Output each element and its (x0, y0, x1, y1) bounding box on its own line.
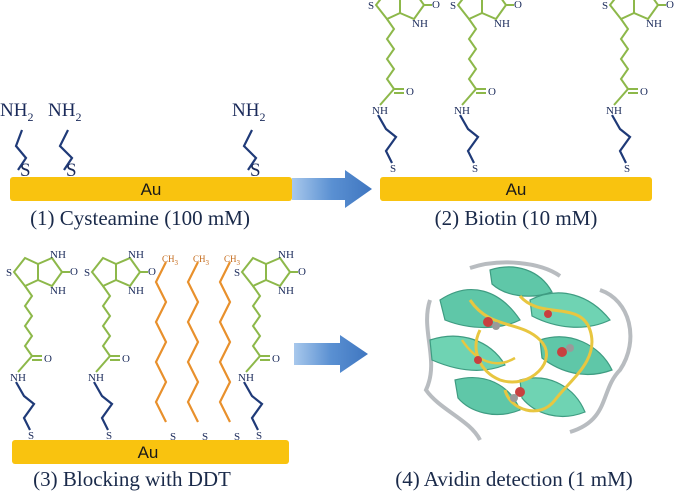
sulfur-label: S (66, 160, 77, 181)
svg-text:NH: NH (412, 18, 428, 30)
cysteamine-molecule: NH2 S (48, 100, 81, 181)
svg-text:NH: NH (128, 285, 144, 297)
svg-text:NH: NH (646, 18, 662, 30)
svg-text:NH2: NH2 (48, 100, 81, 124)
svg-text:NH: NH (128, 249, 144, 261)
ddt-chain: CH3 S (218, 254, 241, 443)
svg-text:S: S (450, 0, 456, 12)
svg-text:S: S (234, 431, 240, 443)
svg-text:NH: NH (494, 18, 510, 30)
svg-text:NH: NH (606, 105, 622, 117)
svg-text:NH: NH (50, 285, 66, 297)
svg-text:NH: NH (454, 105, 470, 117)
panel-caption: (4) Avidin detection (1 mM) (395, 467, 633, 491)
panel-3: S NH NH O O NH S S NH NH O O NH S CH3 S … (6, 249, 306, 491)
svg-text:O: O (514, 0, 522, 11)
panel-caption: (2) Biotin (10 mM) (435, 206, 598, 230)
nh2-label: NH (0, 100, 28, 121)
svg-text:CH3: CH3 (224, 254, 241, 267)
nh2-label: NH (48, 100, 76, 121)
svg-text:S: S (624, 163, 630, 175)
panel-4: (4) Avidin detection (1 mM) (395, 260, 633, 491)
panel-1: NH2 S NH2 S NH2 S Au (1) Cysteamine (100… (0, 100, 292, 230)
ddt-chain: CH3 S (186, 254, 210, 443)
svg-text:S: S (6, 267, 12, 279)
svg-text:NH: NH (88, 372, 104, 384)
svg-text:CH3: CH3 (193, 254, 210, 267)
panel-caption: (3) Blocking with DDT (33, 467, 231, 491)
svg-text:S: S (202, 431, 208, 443)
svg-text:NH: NH (372, 105, 388, 117)
svg-text:NH: NH (238, 372, 254, 384)
svg-text:S: S (472, 163, 478, 175)
cysteamine-molecule: NH2 S (0, 100, 33, 181)
svg-text:NH: NH (278, 285, 294, 297)
svg-text:O: O (406, 86, 414, 98)
svg-text:NH: NH (50, 249, 66, 261)
svg-text:O: O (298, 266, 306, 278)
svg-text:O: O (122, 353, 130, 365)
gold-substrate (10, 177, 292, 201)
svg-text:S: S (234, 267, 240, 279)
svg-text:O: O (272, 353, 280, 365)
gold-substrate (380, 177, 652, 201)
svg-text:S: S (256, 430, 262, 442)
svg-text:S: S (84, 267, 90, 279)
biotin-molecule: S NH NH O O NH S (602, 0, 674, 175)
right-arrow-icon (294, 335, 368, 373)
biotin-molecule: S NH NH O O NH S (6, 249, 78, 442)
svg-text:NH2: NH2 (0, 100, 33, 124)
svg-text:S: S (368, 0, 374, 12)
gold-substrate (12, 440, 289, 464)
biotin-molecule: S NH NH O O NH S (234, 249, 306, 442)
svg-text:O: O (44, 353, 52, 365)
gold-label: Au (138, 443, 159, 462)
biotin-molecule: S NH NH O O NH S (368, 0, 440, 175)
svg-text:NH2: NH2 (232, 100, 265, 124)
svg-text:O: O (70, 266, 78, 278)
biotin-molecule: S NH NH O O NH S (450, 0, 522, 175)
svg-text:O: O (148, 266, 156, 278)
svg-text:CH3: CH3 (162, 254, 179, 267)
sulfur-label: S (20, 160, 31, 181)
panel-2: S NH NH O O NH S S NH NH O O NH S S NH N… (368, 0, 674, 230)
svg-text:NH: NH (10, 372, 26, 384)
ddt-chain: CH3 S (154, 254, 179, 443)
cysteamine-molecule: NH2 S (232, 100, 265, 181)
gold-label: Au (141, 180, 162, 199)
panel-caption: (1) Cysteamine (100 mM) (30, 206, 250, 230)
nh2-label: NH (232, 100, 260, 121)
sulfur-label: S (250, 160, 261, 181)
gold-label: Au (506, 180, 527, 199)
svg-text:O: O (488, 86, 496, 98)
biotin-molecule: S NH NH O O NH S (84, 249, 156, 442)
svg-text:S: S (602, 0, 608, 12)
svg-text:S: S (106, 430, 112, 442)
avidin-protein-structure (423, 260, 633, 442)
right-arrow-icon (292, 170, 372, 208)
svg-text:S: S (28, 430, 34, 442)
svg-text:NH: NH (278, 249, 294, 261)
svg-text:O: O (640, 86, 648, 98)
svg-text:O: O (666, 0, 674, 11)
svg-text:S: S (170, 431, 176, 443)
svg-text:S: S (390, 163, 396, 175)
svg-text:O: O (432, 0, 440, 11)
